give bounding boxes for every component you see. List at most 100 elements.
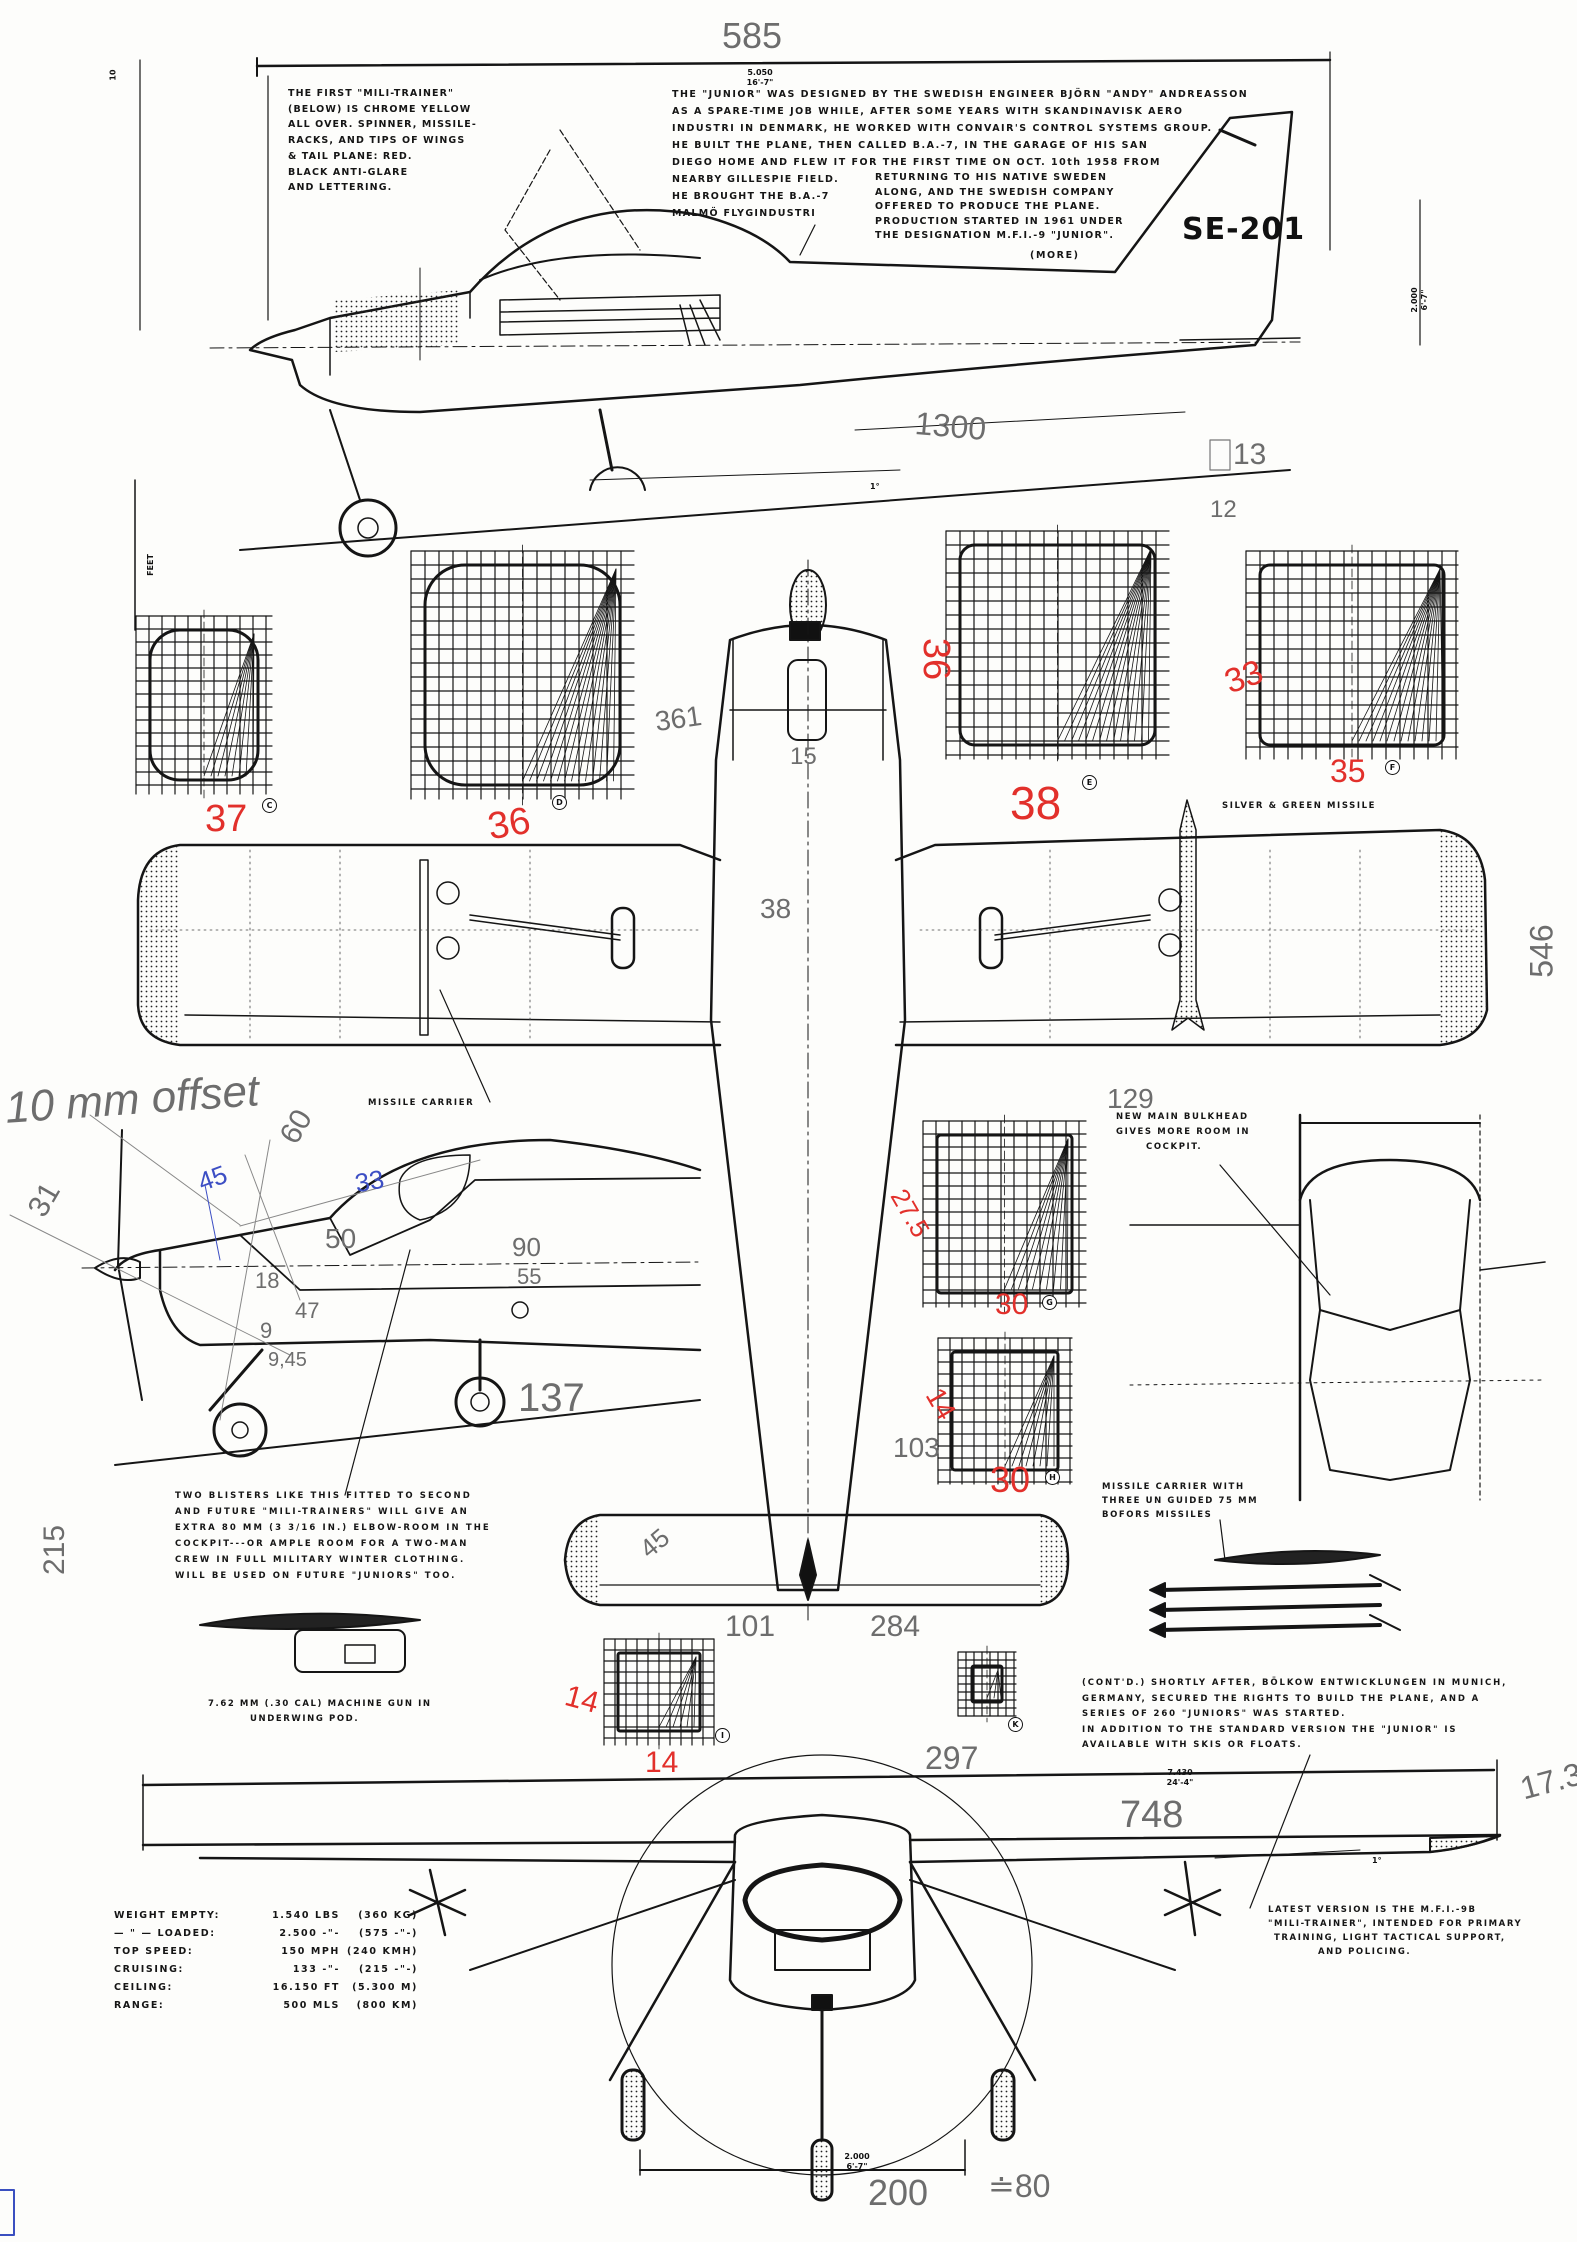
hatch-line xyxy=(693,1656,697,1728)
section-grid-h xyxy=(937,1331,1073,1491)
scale-ten-label: 10 xyxy=(108,69,118,81)
leader-line xyxy=(799,224,816,256)
leader-line xyxy=(1219,1519,1226,1561)
note-line: ALL OVER. SPINNER, MISSILE- xyxy=(288,119,477,131)
note-line: THE DESIGNATION M.F.I.-9 "JUNIOR". xyxy=(875,230,1115,241)
spec-metric: (240 KMH) xyxy=(347,1945,418,1957)
mili-nose-gear xyxy=(208,1348,264,1412)
spec-imperial: 133 -"- xyxy=(292,1963,340,1975)
track-dimension: 2.000 6'-7" xyxy=(832,2152,882,2172)
section-grid-g xyxy=(922,1114,1087,1314)
note-line: THREE UN GUIDED 75 MM xyxy=(1102,1496,1259,1506)
note-line: TWO BLISTERS LIKE THIS FITTED TO SECOND xyxy=(175,1491,472,1501)
hatch-line xyxy=(613,568,617,782)
front-view-full xyxy=(141,1754,1502,2202)
front-wingtip xyxy=(1429,1835,1501,1853)
hatch-line xyxy=(1067,1138,1069,1290)
hatch-line xyxy=(252,633,255,777)
hatch-line xyxy=(1053,1138,1069,1290)
note-line: ALONG, AND THE SWEDISH COMPANY xyxy=(875,186,1115,198)
blue-pen-note: 33 xyxy=(352,1163,387,1199)
registration-marking: SE-201 xyxy=(1182,212,1306,247)
hatch-line xyxy=(986,1669,999,1699)
note-line: OFFERED TO PRODUCE THE PLANE. xyxy=(875,201,1101,212)
note-line: AND LETTERING. xyxy=(288,182,393,194)
hatch-line xyxy=(1039,1355,1055,1467)
hatch-line xyxy=(557,568,617,782)
hatch-line xyxy=(1032,1138,1069,1290)
track-metric: 2.000 xyxy=(844,2152,870,2161)
specifications-table: WEIGHT EMPTY:1.540 LBS(360 KG) — " — LOA… xyxy=(114,1906,418,2014)
note-line: HE BUILT THE PLANE, THEN CALLED B.A.-7, … xyxy=(672,140,1149,151)
mili-nose-wheel xyxy=(212,1402,268,1458)
note-line: LATEST VERSION IS THE M.F.I.-9B xyxy=(1268,1905,1477,1915)
hatch-line xyxy=(1025,1138,1069,1290)
anti-glare-panel xyxy=(335,290,460,352)
pencil-note: 9,45 xyxy=(268,1349,307,1371)
wing-struts-front xyxy=(469,1879,1176,1971)
mili-canopy-frame xyxy=(329,1177,701,1256)
note-line: WILL BE USED ON FUTURE "JUNIORS" TOO. xyxy=(175,1571,457,1581)
section-marker-g: G xyxy=(1042,1295,1057,1310)
hatch-line xyxy=(1011,1355,1055,1467)
spec-label: CEILING: xyxy=(114,1981,173,1993)
hatch-line xyxy=(1018,1355,1055,1467)
leader-line xyxy=(1219,1164,1331,1296)
note-line: AND POLICING. xyxy=(1318,1947,1412,1957)
spec-metric: (575 -"-) xyxy=(358,1927,418,1939)
missile-fins xyxy=(679,299,721,346)
hatch-line xyxy=(1400,568,1441,742)
pencil-note: 284 xyxy=(870,1610,921,1643)
hatch-line xyxy=(1004,1355,1055,1467)
hatch-line xyxy=(1099,548,1152,742)
hatch-line xyxy=(993,1669,999,1699)
span-imperial: 24'-4" xyxy=(1166,1778,1194,1787)
hatch-line xyxy=(1011,1138,1069,1290)
side-view-mili-trainer xyxy=(9,1114,702,1496)
hatch-line xyxy=(1039,1138,1069,1290)
section-grid-i xyxy=(603,1632,715,1752)
hatch-line xyxy=(658,1656,697,1728)
front-badge xyxy=(811,1994,833,2011)
missile-carrier-plan xyxy=(419,859,429,1036)
front-cowling xyxy=(1309,1309,1471,1481)
hatch-line xyxy=(1018,1138,1069,1290)
note-line: COCKPIT. xyxy=(1146,1142,1203,1152)
gun-pod-detail xyxy=(199,1612,421,1673)
spec-label: WEIGHT EMPTY: xyxy=(114,1909,221,1921)
rudder-hinge xyxy=(1218,128,1257,147)
front-cockpit xyxy=(742,1862,903,1943)
front-wing-line xyxy=(1479,1261,1546,1271)
spec-imperial: 2.500 -"- xyxy=(279,1927,340,1939)
tailplane-tips xyxy=(565,1515,1068,1605)
hatch-line xyxy=(550,568,617,782)
section-marker-d: D xyxy=(552,795,567,810)
hatch-line xyxy=(1358,568,1441,742)
plan-view xyxy=(136,559,1489,1621)
front-canopy xyxy=(1298,1158,1482,1202)
hatch-line xyxy=(1046,1355,1055,1467)
hatch-line xyxy=(1372,568,1441,742)
spec-row: RANGE:500 MLS(800 KM) xyxy=(114,1996,418,2014)
pencil-note: 90 xyxy=(512,1232,541,1262)
left-main-wheel-plan xyxy=(610,906,636,970)
red-pen-note: 30 xyxy=(990,1459,1031,1500)
pencil-note: ≐80 xyxy=(988,2168,1051,2204)
red-pen-note: 36 xyxy=(915,637,958,681)
blue-pen-line xyxy=(204,1184,221,1261)
note-line: BOFORS MISSILES xyxy=(1102,1510,1213,1520)
mili-main-hub xyxy=(470,1392,490,1412)
spec-row: TOP SPEED:150 MPH(240 KMH) xyxy=(114,1942,418,1960)
note-line: & TAIL PLANE: RED. xyxy=(288,150,413,162)
hatch-line xyxy=(231,633,255,777)
missile-plan xyxy=(1171,799,1205,1031)
continued-note: (CONT'D.) SHORTLY AFTER, BÖLKOW ENTWICKL… xyxy=(1082,1676,1507,1754)
section-grid-f xyxy=(1245,544,1459,766)
length-metric: 5.050 xyxy=(747,68,773,77)
front-windshield xyxy=(1309,1199,1471,1331)
blister xyxy=(398,1154,471,1221)
hatch-line xyxy=(1004,1138,1069,1290)
missile-carrier-detail xyxy=(1149,1519,1401,1638)
note-line: EXTRA 80 MM (3 3/16 IN.) ELBOW-ROOM IN T… xyxy=(175,1523,491,1533)
